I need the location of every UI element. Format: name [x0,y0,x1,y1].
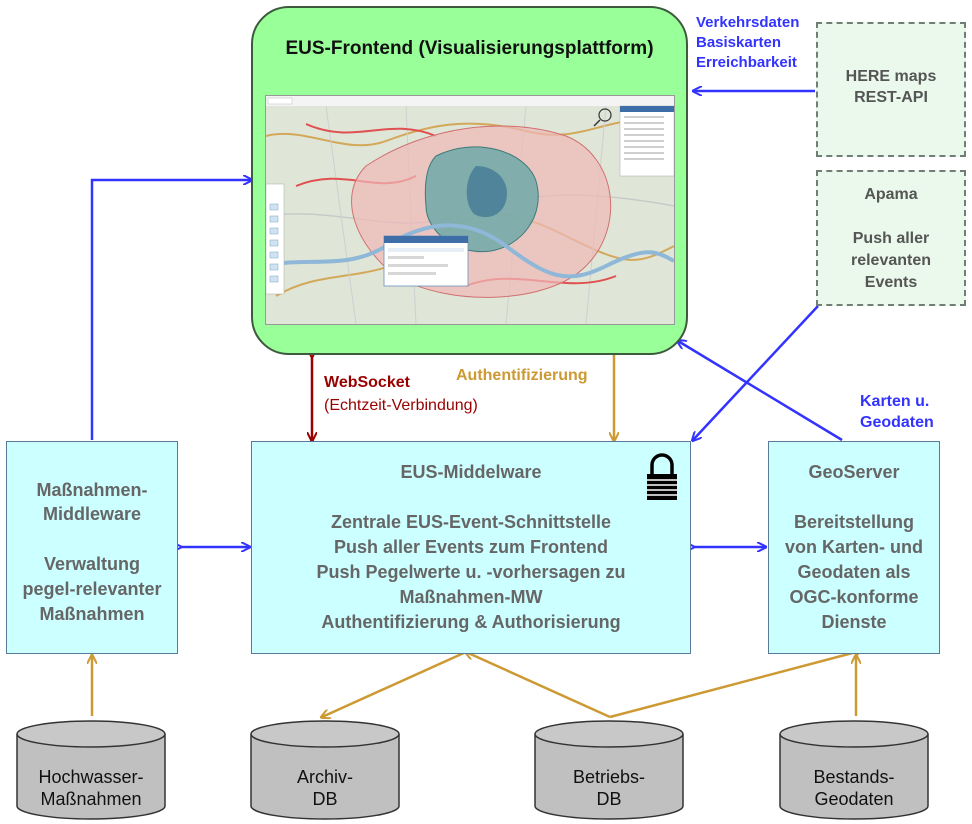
db-betriebs-label: Betriebs- DB [535,766,683,810]
massnahmen-line-1: Maßnahmen- [36,480,148,500]
arrow-betriebs-to-geoserver [609,651,860,719]
geoserver-line-3: Bereitstellung [793,512,915,532]
massnahmen-line-5: pegel-relevanter [22,579,162,599]
frontend-title: EUS-Frontend (Visualisierungsplattform) [285,38,654,59]
db-cylinder-betriebs [534,720,684,820]
apama-line-3: Push aller [852,230,930,247]
middleware-line-1: Zentrale EUS-Event-Schnittstelle [330,512,612,532]
db-bestand-line-1: Bestands- [813,767,895,787]
map-image [266,96,674,324]
middleware-line-4: Maßnahmen-MW [399,587,543,607]
arrow-middleware-to-archiv [322,650,467,717]
db-archiv-label: Archiv- DB [251,766,399,810]
auth-label: Authentifizierung [456,367,588,384]
db-cylinder-archiv [250,720,400,820]
geoserver-line-5: Geodaten als [797,562,911,582]
websocket-label: WebSocket [324,374,410,391]
arrow-apama-to-middleware [693,305,819,440]
apama-line-1: Apama [864,186,918,203]
here-data-line-1: Verkehrsdaten [696,14,800,31]
db-hochwasser-line-1: Hochwasser- [38,767,144,787]
massnahmen-line-4: Verwaltung [43,554,141,574]
massnahmen-line-2: Middleware [42,504,142,524]
geoserver-line-6: OGC-konforme [789,587,919,607]
arrow-betriebs-to-middleware [466,652,611,719]
apama-line-5: Events [864,274,918,291]
apama-line-4: relevanten [850,252,932,269]
db-bestand-line-2: Geodaten [814,789,894,809]
db-bestand-label: Bestands- Geodaten [780,766,928,810]
here-data-line-2: Basiskarten [696,34,782,51]
apama-box [816,170,966,306]
middleware-line-2: Push aller Events zum Frontend [333,537,609,557]
arrow-massnahmen-to-frontend [90,180,251,440]
massnahmen-middleware-box [6,441,178,654]
geoserver-line-7: Dienste [821,612,887,632]
geoserver-box [768,441,940,654]
db-cylinder-bestand [779,720,929,820]
websocket-sublabel: (Echtzeit-Verbindung) [324,397,478,414]
karten-label-1: Karten u. [860,393,930,410]
geoserver-line-1: GeoServer [808,462,900,482]
karten-label-2: Geodaten [860,414,934,431]
map-screenshot [265,95,675,325]
db-archiv-line-2: DB [312,789,338,809]
middleware-title: EUS-Middelware [400,462,542,482]
here-maps-box [816,22,966,157]
padlock-icon [647,453,677,500]
db-betriebs-line-1: Betriebs- [572,767,646,787]
db-hochwasser-label: Hochwasser- Maßnahmen [17,766,165,810]
here-title: HERE maps [845,68,937,85]
arrow-geoserver-to-frontend [678,341,843,442]
here-subtitle: REST-API [854,89,928,106]
db-hochwasser-line-2: Maßnahmen [40,789,142,809]
db-cylinder-hochwasser [16,720,166,820]
here-data-line-3: Erreichbarkeit [696,54,797,71]
db-betriebs-line-2: DB [596,789,622,809]
massnahmen-line-6: Maßnahmen [39,604,145,624]
middleware-line-5: Authentifizierung & Authorisierung [321,612,621,632]
db-archiv-line-1: Archiv- [296,767,353,787]
middleware-line-3: Push Pegelwerte u. -vorhersagen zu [316,562,626,582]
middleware-box [251,441,691,654]
geoserver-line-4: von Karten- und [785,537,923,557]
